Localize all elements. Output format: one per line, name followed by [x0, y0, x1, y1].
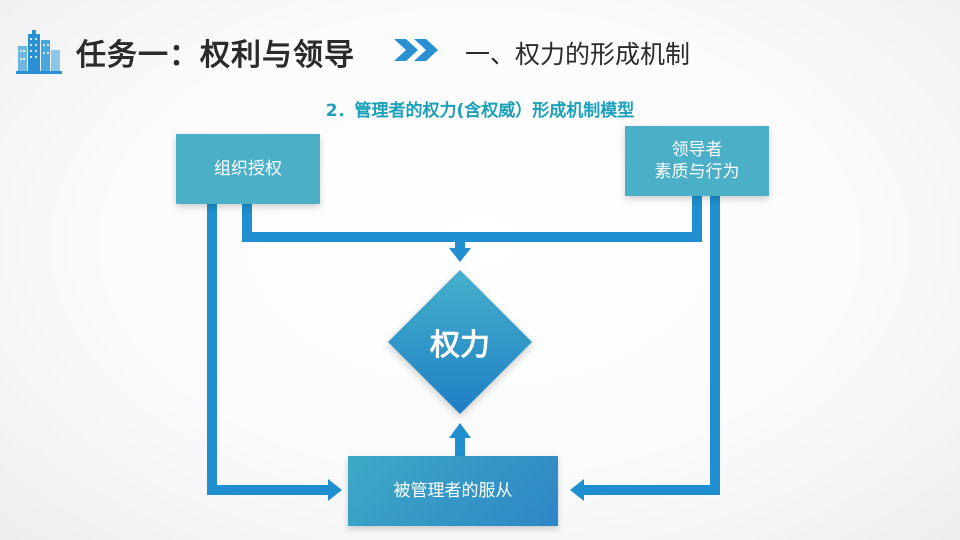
diagram-title: 2．管理者的权力(含权威）形成机制模型	[325, 101, 635, 121]
city-buildings-icon	[16, 30, 62, 74]
header: 任务一：权利与领导 一、权力的形成机制	[0, 0, 960, 90]
section-title: 任务一：权利与领导	[76, 38, 355, 73]
node-subordinate-compliance: 被管理者的服从	[348, 456, 558, 526]
arrow-into-subordinate-right	[570, 479, 584, 501]
arrow-into-power-top	[449, 248, 471, 262]
node-org-authorization: 组织授权	[176, 134, 320, 204]
connector-right-loop	[582, 196, 720, 495]
node-subordinate-compliance-label: 被管理者的服从	[393, 481, 513, 501]
subsection-title: 一、权力的形成机制	[465, 40, 691, 69]
node-power-label: 权力	[430, 328, 490, 363]
connector-top-merge	[242, 196, 702, 242]
connector-left-loop	[207, 204, 330, 495]
arrow-into-power-bottom	[449, 423, 471, 438]
power-diamond	[388, 270, 532, 414]
node-leader-quality: 领导者 素质与行为	[625, 126, 769, 196]
node-org-authorization-label: 组织授权	[214, 159, 282, 179]
node-leader-quality-line2: 素质与行为	[654, 162, 740, 182]
arrow-into-subordinate-left	[328, 479, 342, 501]
node-leader-quality-line1: 领导者	[671, 140, 723, 160]
double-chevron-right-icon	[394, 39, 438, 61]
